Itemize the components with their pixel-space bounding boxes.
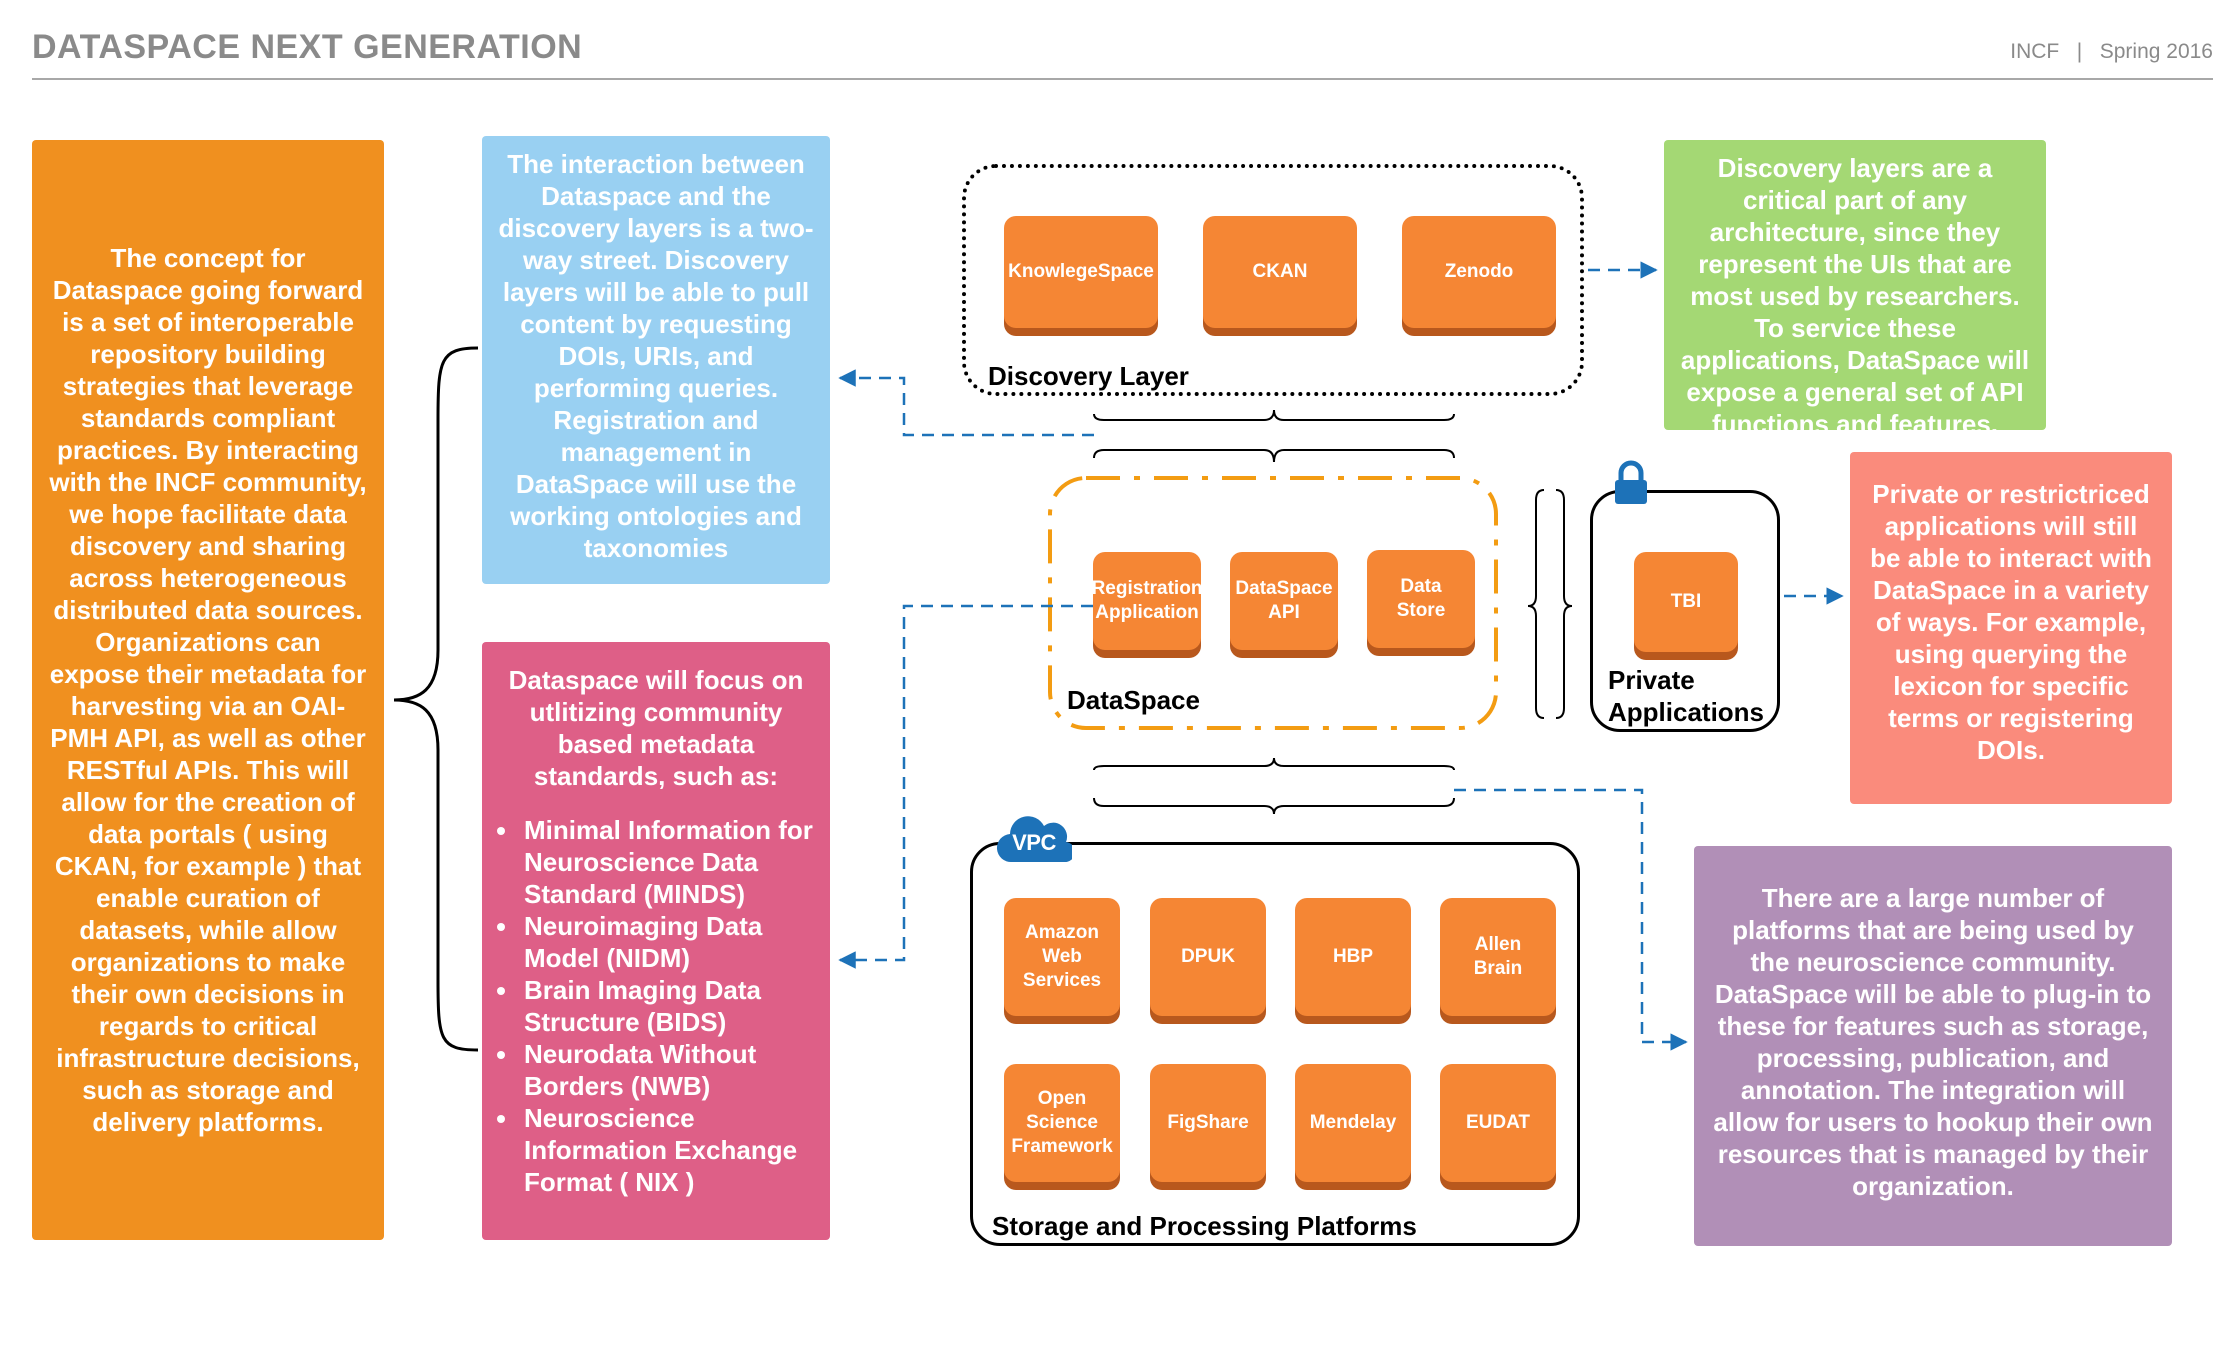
connector-storage-to-platforms	[1454, 788, 1688, 1051]
node-knowlegespace[interactable]: KnowlegeSpace	[1004, 216, 1158, 328]
connector-dataspace-to-metadata	[838, 604, 1093, 969]
header-meta: INCF | Spring 2016	[2010, 40, 2213, 64]
interaction-note: The interaction between Dataspace and th…	[482, 136, 830, 584]
header-date: Spring 2016	[2099, 40, 2213, 63]
private-note: Private or restrictriced applications wi…	[1850, 452, 2172, 804]
left-brace	[393, 346, 479, 1052]
private-apps-label: Private Applications	[1608, 665, 1765, 727]
header-org: INCF	[2010, 40, 2060, 63]
dataspace-container	[1048, 476, 1498, 730]
concept-note: The concept for Dataspace going forward …	[32, 140, 384, 1240]
concept-note-text: The concept for Dataspace going forward …	[49, 243, 367, 1137]
lock-icon	[1612, 460, 1650, 506]
list-item: Neurodata Without Borders (NWB)	[520, 1038, 814, 1102]
node-zenodo[interactable]: Zenodo	[1402, 216, 1556, 328]
node-tbi[interactable]: TBI	[1634, 552, 1738, 652]
discovery-note: Discovery layers are a critical part of …	[1664, 140, 2046, 503]
platforms-note-text: There are a large number of platforms th…	[1713, 883, 2153, 1201]
header-separator: |	[2076, 40, 2083, 63]
bottom-brace-lower	[1093, 797, 1455, 815]
bottom-brace	[1093, 757, 1455, 771]
dataspace-label: DataSpace	[1067, 685, 1200, 715]
metadata-note: Dataspace will focus on utlitizing commu…	[482, 642, 830, 1240]
discovery-note-text: Discovery layers are a critical part of …	[1680, 153, 2030, 503]
node-hbp[interactable]: HBP	[1295, 898, 1411, 1016]
header-divider	[32, 78, 2213, 80]
top-brace	[1093, 409, 1455, 421]
connector-brace-to-interaction	[838, 369, 1094, 437]
node-ckan[interactable]: CKAN	[1203, 216, 1357, 328]
private-note-text: Private or restrictriced applications wi…	[1870, 479, 2152, 765]
node-eudat[interactable]: EUDAT	[1440, 1064, 1556, 1182]
node-dpuk[interactable]: DPUK	[1150, 898, 1266, 1016]
page-title: DATASPACE NEXT GENERATION	[32, 28, 583, 66]
top-brace-lower	[1093, 449, 1455, 463]
interaction-note-text: The interaction between Dataspace and th…	[498, 149, 814, 563]
node-mendelay[interactable]: Mendelay	[1295, 1064, 1411, 1182]
metadata-standards-list: Minimal Information for Neuroscience Dat…	[498, 814, 814, 1198]
node-figshare[interactable]: FigShare	[1150, 1064, 1266, 1182]
list-item: Neuroimaging Data Model (NIDM)	[520, 910, 814, 974]
discovery-layer-label: Discovery Layer	[988, 361, 1189, 391]
side-brace-right	[1555, 489, 1573, 719]
vpc-cloud-icon: VPC	[996, 812, 1076, 866]
metadata-note-intro: Dataspace will focus on utlitizing commu…	[508, 665, 804, 791]
storage-label: Storage and Processing Platforms	[992, 1211, 1417, 1241]
list-item: Minimal Information for Neuroscience Dat…	[520, 814, 814, 910]
side-brace	[1527, 489, 1545, 719]
list-item: Neuroscience Information Exchange Format…	[520, 1102, 814, 1198]
vpc-badge: VPC	[1012, 830, 1056, 855]
platforms-note: There are a large number of platforms th…	[1694, 846, 2172, 1246]
list-item: Brain Imaging Data Structure (BIDS)	[520, 974, 814, 1038]
